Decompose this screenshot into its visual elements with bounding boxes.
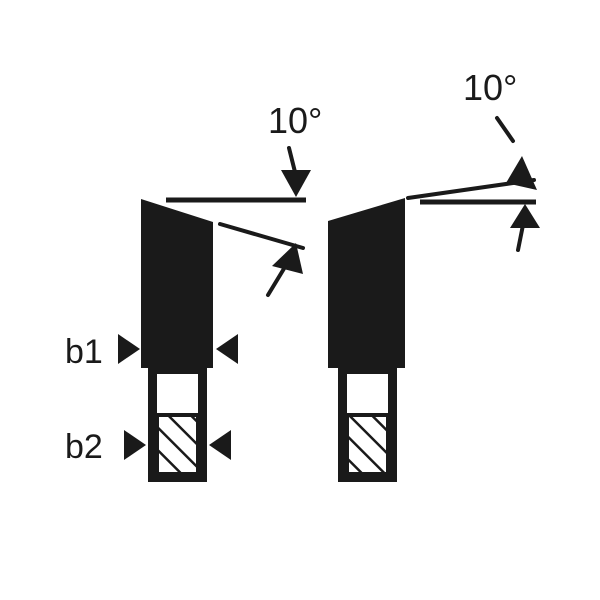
b2-left-arrow-marker <box>124 430 146 460</box>
right-bevel-arrow <box>510 204 540 252</box>
right-angle-callout: 10° <box>463 67 537 190</box>
right-tooth-body <box>328 198 405 368</box>
right-shank-hatched-section <box>347 415 388 474</box>
b1-dimension-group: b1 <box>65 333 238 371</box>
left-tooth-body <box>141 199 213 368</box>
right-tooth-assembly: 10° <box>328 67 540 482</box>
right-shank <box>338 368 397 482</box>
left-angle-label: 10° <box>268 100 322 141</box>
right-angle-label: 10° <box>463 67 517 108</box>
left-shank-hatch-border <box>155 413 200 476</box>
b2-right-arrow-marker <box>209 430 231 460</box>
left-angle-arrow-shaft <box>287 146 297 174</box>
b1-label: b1 <box>65 333 103 371</box>
left-bevel-line <box>218 222 305 250</box>
left-angle-callout: 10° <box>268 100 322 197</box>
left-bevel-arrow-head <box>272 243 303 274</box>
b2-label: b2 <box>65 428 103 466</box>
left-tooth-assembly: 10° b1 b2 <box>65 100 322 482</box>
left-bevel-arrow <box>266 243 303 297</box>
b1-left-arrow-marker <box>118 334 140 364</box>
left-shank-hatched-section <box>157 415 198 474</box>
right-shank-hatch-border <box>345 413 390 476</box>
left-shank <box>148 368 207 482</box>
right-angle-arrow-shaft <box>495 116 515 143</box>
b2-dimension-group: b2 <box>65 428 231 466</box>
right-bevel-arrow-head <box>510 204 540 228</box>
left-angle-arrow-head <box>281 170 311 197</box>
right-angle-arrow-head <box>506 156 537 190</box>
b1-right-arrow-marker <box>216 334 238 364</box>
